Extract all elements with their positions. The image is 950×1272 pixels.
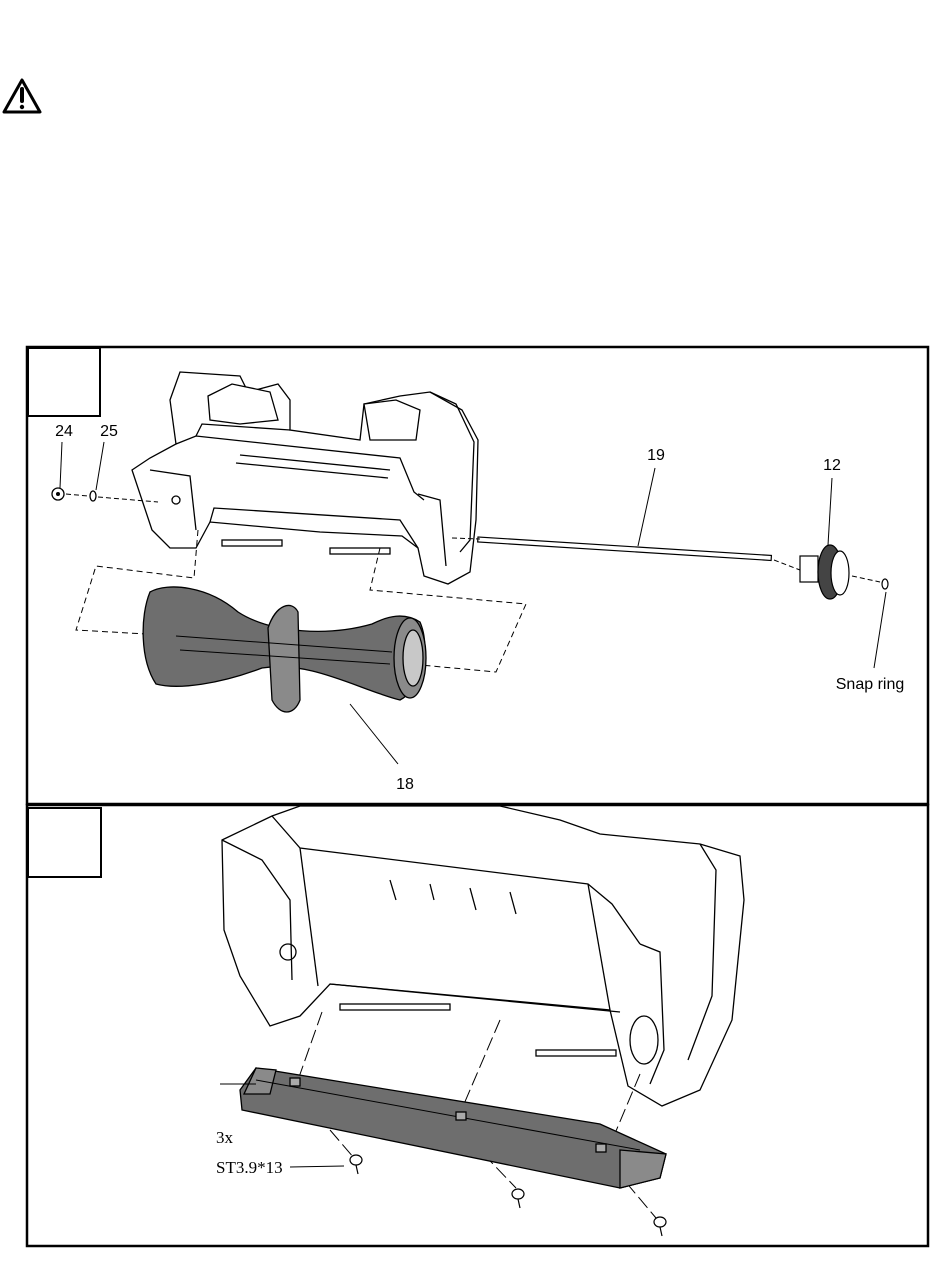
- screw-quantity: 3x: [216, 1128, 234, 1147]
- label-part-12: 12: [823, 457, 841, 474]
- cutter-housing: [132, 372, 478, 584]
- label-part-24: 24: [55, 423, 73, 440]
- screw-icon: [512, 1189, 524, 1208]
- panel-a: 24 25 19 12 18 Snap ring: [27, 347, 928, 804]
- gear-pulley: [800, 545, 880, 599]
- panel-b: 3x ST3.9*13: [27, 805, 928, 1246]
- screw-spec: ST3.9*13: [216, 1158, 283, 1177]
- label-part-18: 18: [396, 776, 414, 793]
- screw-leader-line: [290, 1166, 344, 1167]
- label-snap-ring: Snap ring: [836, 676, 905, 693]
- housing-underside: [222, 806, 744, 1106]
- cutting-drum: [143, 587, 426, 712]
- screw-icon: [350, 1155, 362, 1174]
- warning-triangle-icon: [4, 80, 40, 112]
- scraper-blade: [240, 1068, 666, 1188]
- snap-ring: [882, 579, 888, 589]
- drive-rod: [452, 537, 800, 570]
- label-part-25: 25: [100, 423, 118, 440]
- screw-icon: [654, 1217, 666, 1236]
- panel-b-step-box: [28, 808, 101, 877]
- panel-a-frame: [27, 347, 928, 804]
- label-part-19: 19: [647, 447, 665, 464]
- panel-a-step-box: [28, 348, 100, 416]
